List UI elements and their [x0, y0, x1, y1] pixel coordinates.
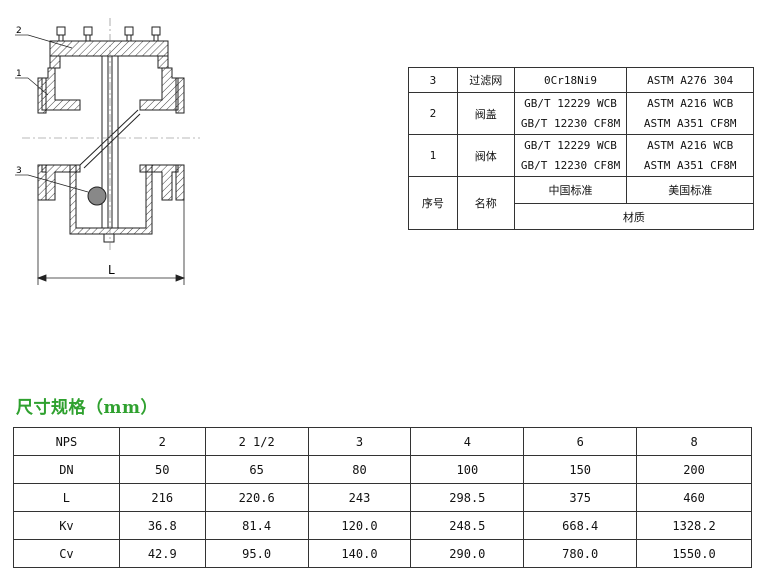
spec-cell: 140.0 [307, 539, 412, 568]
gb-standard-line: GB/T 12230 CF8M [520, 158, 621, 172]
spec-cell: 375 [523, 483, 638, 512]
spec-cell: 6 [523, 427, 638, 456]
gb-standard-line: GB/T 12229 WCB [524, 138, 617, 152]
astm-standard-line: ASTM A216 WCB [647, 96, 734, 110]
astm-standard: ASTM A216 WCB ASTM A351 CF8M [626, 134, 754, 177]
material-header-row-2: 材质 [409, 203, 755, 230]
valve-body [37, 55, 185, 235]
row-number: 2 [408, 92, 458, 135]
spec-cell: 150 [523, 455, 638, 484]
spec-cell: 460 [636, 483, 752, 512]
material-table: 3 过滤网 0Cr18Ni9 ASTM A276 304 2 阀盖 GB/T 1… [408, 67, 755, 230]
spec-cell: 95.0 [204, 539, 309, 568]
material-row-3: 3 过滤网 0Cr18Ni9 ASTM A276 304 [408, 67, 754, 93]
spec-cell: 42.9 [118, 539, 206, 568]
part-name: 阀体 [456, 134, 515, 177]
spec-cell: 220.6 [204, 483, 309, 512]
astm-standard: ASTM A216 WCB ASTM A351 CF8M [626, 92, 754, 135]
gb-standard: GB/T 12229 WCB GB/T 12230 CF8M [513, 134, 628, 177]
spec-cell: 2 1/2 [204, 427, 309, 456]
material-row-1: 1 阀体 GB/T 12229 WCB GB/T 12230 CF8M ASTM… [408, 134, 754, 177]
part-name: 过滤网 [456, 67, 515, 93]
dimension-L [36, 200, 186, 285]
part-name: 阀盖 [456, 92, 515, 135]
spec-cell: 80 [307, 455, 412, 484]
gb-standard-line: GB/T 12230 CF8M [520, 116, 621, 130]
centerlines [22, 18, 200, 250]
spec-cell: 298.5 [410, 483, 525, 512]
astm-standard-line: ASTM A216 WCB [647, 138, 734, 152]
spec-cell: 780.0 [523, 539, 638, 568]
header-name: 名称 [456, 176, 515, 230]
spec-row-label: Cv [13, 539, 120, 568]
callout-1: 1 [16, 69, 22, 79]
spec-cell: 216 [118, 483, 206, 512]
spec-cell: 4 [410, 427, 525, 456]
spec-cell: 290.0 [410, 539, 525, 568]
strainer-cross-section-drawing: L 2 1 3 [15, 18, 200, 285]
spec-cell: 2 [118, 427, 206, 456]
section-title: 尺寸规格（mm） [16, 398, 158, 418]
callout-2: 2 [16, 26, 22, 36]
drain-plug [87, 186, 107, 206]
material-header-row: 序号 名称 中国标准 美国标准 [408, 176, 754, 230]
gb-standard-line: GB/T 12229 WCB [524, 96, 617, 110]
gb-standard: 0Cr18Ni9 [513, 67, 628, 93]
callout-leaders [15, 34, 89, 193]
spec-cell: 1550.0 [636, 539, 752, 568]
spec-cell: 100 [410, 455, 525, 484]
header-material: 材质 [513, 203, 755, 230]
spec-cell: 120.0 [307, 511, 412, 540]
gb-standard: GB/T 12229 WCB GB/T 12230 CF8M [513, 92, 628, 135]
spec-cell: 3 [307, 427, 412, 456]
header-serial-number: 序号 [408, 176, 458, 230]
spec-cell: 65 [204, 455, 309, 484]
bonnet-bolts [56, 26, 161, 42]
astm-standard-line: ASTM A351 CF8M [643, 116, 737, 130]
spec-cell: 243 [307, 483, 412, 512]
drain-plug-bottom [103, 233, 115, 243]
astm-standard-line: ASTM A351 CF8M [643, 158, 737, 172]
spec-cell: 248.5 [410, 511, 525, 540]
header-gb: 中国标准 [513, 176, 628, 204]
spec-row-label: DN [13, 455, 120, 484]
astm-standard: ASTM A276 304 [626, 67, 754, 93]
spec-cell: 668.4 [523, 511, 638, 540]
spec-cell: 200 [636, 455, 752, 484]
spec-cell: 8 [636, 427, 752, 456]
dimension-L-label: L [108, 263, 115, 277]
spec-row-label: Kv [13, 511, 120, 540]
callout-3: 3 [16, 166, 22, 176]
row-number: 1 [408, 134, 458, 177]
bonnet [49, 40, 169, 57]
spec-cell: 36.8 [118, 511, 206, 540]
spec-row-label: NPS [13, 427, 120, 456]
spec-row-label: L [13, 483, 120, 512]
spec-cell: 81.4 [204, 511, 309, 540]
row-number: 3 [408, 67, 458, 93]
spec-cell: 50 [118, 455, 206, 484]
material-row-2: 2 阀盖 GB/T 12229 WCB GB/T 12230 CF8M ASTM… [408, 92, 754, 135]
header-astm: 美国标准 [626, 176, 754, 204]
spec-cell: 1328.2 [636, 511, 752, 540]
